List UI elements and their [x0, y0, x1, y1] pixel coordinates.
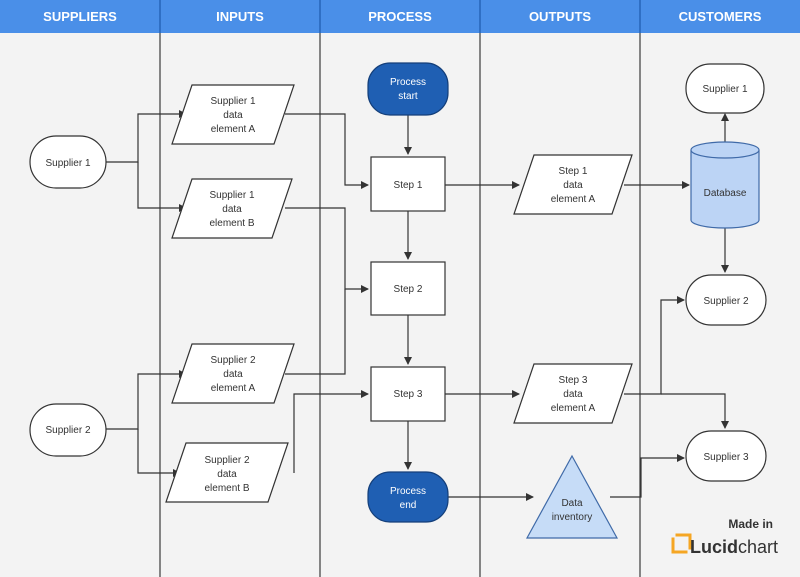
supplier-1-node: Supplier 1: [29, 135, 107, 189]
lane-header-process: PROCESS: [368, 9, 432, 24]
customer-supplier-2-node: Supplier 2: [685, 274, 767, 326]
connector-s2b-to-step3: [293, 390, 369, 473]
input-s1a-line1: Supplier 1: [210, 96, 255, 107]
input-s2a-line3: element A: [211, 383, 256, 394]
supplier-2-label: Supplier 2: [45, 425, 90, 436]
logo-chart: chart: [738, 537, 778, 557]
input-s2b-node: Supplier 2 data element B: [165, 442, 289, 503]
input-s1a-line3: element A: [211, 124, 256, 135]
output-step1-node: Step 1 data element A: [513, 154, 633, 215]
output-step1-line2: data: [563, 180, 583, 191]
process-start-node: Process start: [367, 62, 449, 116]
header-band: [0, 0, 800, 33]
output-step1-line1: Step 1: [559, 166, 588, 177]
made-in-text: Made in: [728, 517, 773, 531]
database-node: Database: [690, 141, 760, 229]
lane-header-outputs: OUTPUTS: [529, 9, 591, 24]
input-s1b-line3: element B: [209, 218, 254, 229]
input-s2a-node: Supplier 2 data element A: [171, 343, 295, 404]
lucidchart-logo-icon: [671, 533, 692, 554]
output-step3-node: Step 3 data element A: [513, 363, 633, 424]
customer-supplier-1-label: Supplier 1: [702, 84, 747, 95]
data-inventory-line1: Data: [561, 498, 583, 509]
data-inventory-node: Data inventory: [525, 454, 619, 539]
customer-supplier-3-node: Supplier 3: [685, 430, 767, 482]
connector-supplier2-to-s2a: [106, 370, 187, 430]
lane-dividers: [159, 33, 641, 577]
output-step3-line1: Step 3: [559, 375, 588, 386]
connector-supplier2-to-s2b: [137, 429, 181, 477]
connector-supplier1-to-s1b: [137, 162, 187, 212]
input-s1a-node: Supplier 1 data element A: [171, 84, 295, 145]
step-3-label: Step 3: [394, 389, 423, 400]
supplier-1-label: Supplier 1: [45, 158, 90, 169]
connector-inventory-to-supplier3: [610, 454, 685, 498]
process-start-line2: start: [398, 91, 418, 102]
input-s1b-line1: Supplier 1: [209, 190, 254, 201]
input-s1b-line2: data: [222, 204, 242, 215]
process-end-line1: Process: [390, 486, 426, 497]
process-end-node: Process end: [367, 471, 449, 523]
customer-supplier-2-label: Supplier 2: [703, 296, 748, 307]
lane-header-suppliers: SUPPLIERS: [43, 9, 117, 24]
connector-o3-to-supplier3: [661, 393, 729, 429]
input-s2a-line1: Supplier 2: [210, 355, 255, 366]
output-step3-line2: data: [563, 389, 583, 400]
connector-s1a-to-step1: [285, 113, 369, 189]
supplier-2-node: Supplier 2: [29, 403, 107, 457]
connector-o3-to-supplier2: [624, 296, 685, 395]
lane-header-customers: CUSTOMERS: [679, 9, 762, 24]
lucidchart-wordmark: Lucidchart: [690, 537, 778, 557]
step-1-node: Step 1: [370, 156, 446, 212]
input-s2b-line2: data: [217, 469, 237, 480]
customer-supplier-3-label: Supplier 3: [703, 452, 748, 463]
input-s2b-line1: Supplier 2: [204, 455, 249, 466]
connectors: [106, 110, 729, 501]
lane-header-inputs: INPUTS: [216, 9, 264, 24]
connector-s2a-to-step2: [285, 289, 346, 375]
process-start-line1: Process: [390, 77, 426, 88]
output-step3-line3: element A: [551, 403, 596, 414]
customer-supplier-1-node: Supplier 1: [685, 63, 765, 114]
data-inventory-line2: inventory: [552, 512, 593, 523]
connector-supplier1-to-s1a: [106, 110, 187, 163]
step-2-label: Step 2: [394, 284, 423, 295]
input-s2b-line3: element B: [204, 483, 249, 494]
connector-s1b-to-step2: [285, 207, 369, 293]
header-dividers: [159, 0, 641, 33]
process-end-line2: end: [400, 500, 417, 511]
input-s1b-node: Supplier 1 data element B: [171, 178, 293, 239]
output-step1-line3: element A: [551, 194, 596, 205]
input-s2a-line2: data: [223, 369, 243, 380]
database-label: Database: [704, 188, 747, 199]
step-2-node: Step 2: [370, 261, 446, 316]
input-s1a-line2: data: [223, 110, 243, 121]
step-3-node: Step 3: [370, 366, 446, 422]
step-1-label: Step 1: [394, 180, 423, 191]
lucidchart-branding: Made in Lucidchart: [671, 517, 778, 557]
logo-lucid: Lucid: [690, 537, 738, 557]
